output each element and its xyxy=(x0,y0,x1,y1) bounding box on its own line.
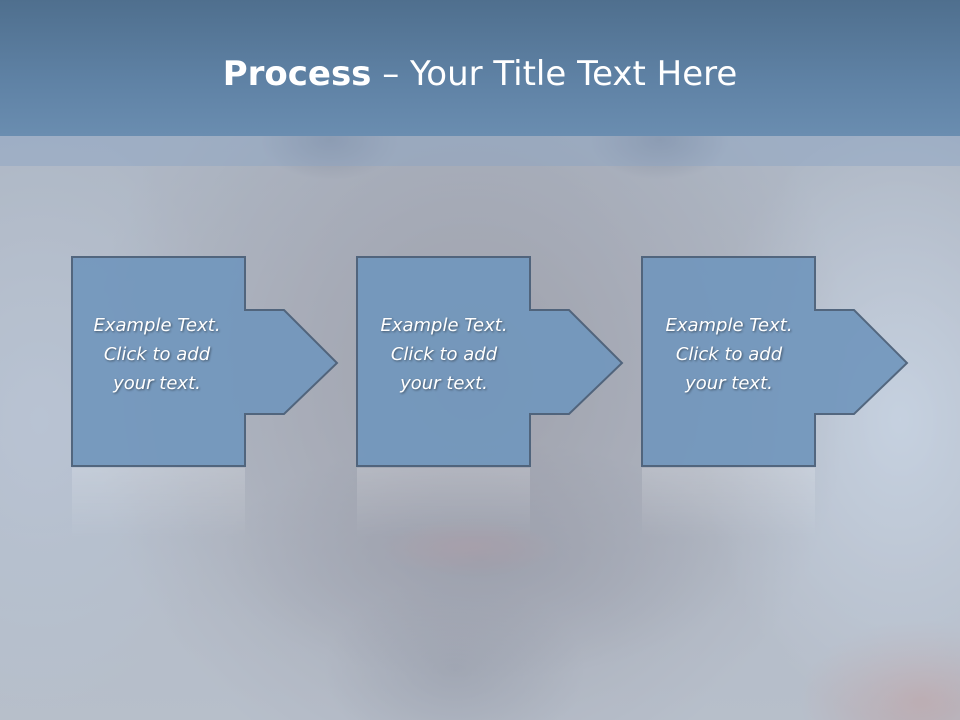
slide-title[interactable]: Process – Your Title Text Here xyxy=(0,52,960,96)
process-step-3-arrow[interactable] xyxy=(641,256,911,468)
step-line: Example Text. xyxy=(380,315,508,336)
process-step-1-text[interactable]: Example Text. Click to add your text. xyxy=(71,311,243,398)
process-step-3-text[interactable]: Example Text. Click to add your text. xyxy=(643,311,815,398)
step-line: Click to add xyxy=(103,344,211,365)
title-bar-band xyxy=(0,136,960,166)
step-line: your text. xyxy=(400,373,488,394)
process-step-2-text[interactable]: Example Text. Click to add your text. xyxy=(358,311,530,398)
title-bar xyxy=(0,0,960,136)
title-rest: – Your Title Text Here xyxy=(371,54,738,94)
process-step-2-reflection xyxy=(356,468,626,542)
process-step-1-arrow[interactable] xyxy=(71,256,341,468)
process-step-1-reflection xyxy=(71,468,341,542)
process-step-2-arrow[interactable] xyxy=(356,256,626,468)
step-line: your text. xyxy=(685,373,773,394)
step-line: Click to add xyxy=(675,344,783,365)
step-line: Click to add xyxy=(390,344,498,365)
step-line: your text. xyxy=(113,373,201,394)
title-bold: Process xyxy=(222,54,372,94)
process-step-3-reflection xyxy=(641,468,911,542)
step-line: Example Text. xyxy=(665,315,793,336)
step-line: Example Text. xyxy=(93,315,221,336)
